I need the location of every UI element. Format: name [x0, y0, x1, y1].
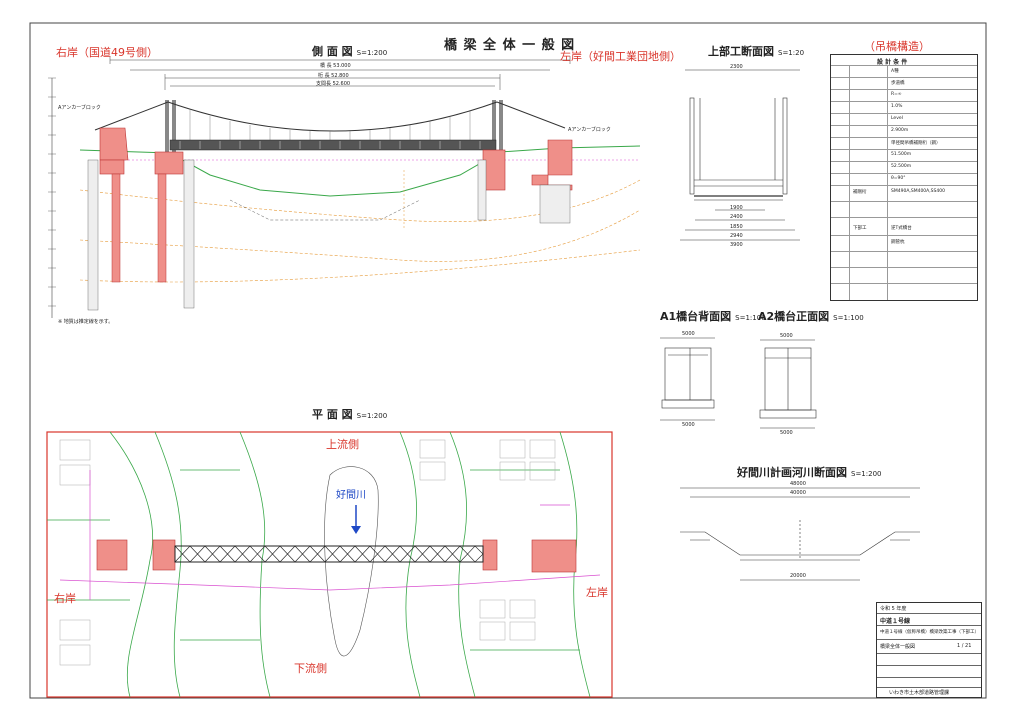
tb-project: 中道１号線	[880, 618, 911, 625]
rs-dim-2: 40000	[790, 490, 806, 496]
plan-left-bank-label: 左岸	[586, 586, 608, 599]
cond-row-1: A種	[891, 69, 899, 74]
cross-section-scale: S=1:20	[778, 49, 805, 57]
a1-scale: S=1:100	[735, 314, 766, 322]
tb-drawing: 橋梁全体一般図	[880, 644, 916, 650]
plan-view-title-text: 平 面 図	[312, 408, 353, 421]
bridge-length-label: 橋 長 53.000	[320, 63, 351, 69]
design-conditions-header: 設 計 条 件	[877, 59, 908, 66]
cs-dim-4: 1850	[730, 224, 743, 230]
cross-section-title-text: 上部工断面図	[708, 45, 774, 58]
cs-dim-5: 2940	[730, 233, 743, 239]
title-block: 令和 5 年度 中道１号線 中道１号線（仮称吊橋）橋梁改築工事（下部工） 橋梁全…	[876, 602, 982, 698]
cond-row-15: 鋼管杭	[891, 240, 905, 245]
river-section-scale: S=1:200	[851, 470, 882, 478]
cond-row-2: 歩道橋	[891, 81, 905, 86]
rs-dim-1: 48000	[790, 481, 806, 487]
side-view-drawing	[48, 56, 641, 318]
structure-type-label: （吊橋構造）	[864, 40, 930, 53]
a2-dim-top: 5000	[780, 333, 793, 339]
river-section-drawing	[680, 487, 920, 581]
a1-abutment-drawing	[660, 337, 715, 421]
tb-year: 令和 5 年度	[880, 606, 907, 612]
cond-row-14: 逆T式橋台	[891, 226, 912, 231]
tb-office: いわき市土木部道路管理課	[889, 690, 950, 696]
plan-view-drawing	[46, 431, 613, 698]
downstream-label: 下流側	[294, 662, 327, 675]
a2-title-text: A2橋台正面図	[758, 310, 830, 323]
river-name-label: 好間川	[336, 490, 366, 501]
cross-section-title: 上部工断面図 S=1:20	[708, 43, 804, 59]
cond-row-6: 2.900m	[891, 128, 909, 133]
cond-row-4: 1.0%	[891, 104, 903, 109]
geology-note: ※ 地質は推定線を示す。	[58, 319, 114, 325]
plan-right-bank-label: 右岸	[54, 592, 76, 605]
girder-length-label: 桁 長 52.800	[318, 73, 349, 79]
side-view-scale: S=1:200	[356, 49, 388, 57]
a2-scale: S=1:100	[833, 314, 864, 322]
a2-abutment-drawing	[759, 339, 817, 429]
cond-row-13: 下部工	[853, 226, 867, 231]
cond-row-9: 52.500m	[891, 164, 912, 169]
river-section-title: 好間川計画河川断面図 S=1:200	[737, 464, 881, 480]
cross-section-drawing	[680, 69, 800, 241]
cond-row-10: θ=90°	[891, 176, 906, 181]
cs-dim-1: 2300	[730, 64, 743, 70]
cs-dim-6: 3900	[730, 242, 743, 248]
river-section-title-text: 好間川計画河川断面図	[737, 466, 847, 479]
cs-dim-2: 1900	[730, 205, 743, 211]
plan-view-scale: S=1:200	[356, 412, 388, 420]
upstream-label: 上流側	[326, 438, 359, 451]
a1-dim-top: 5000	[682, 331, 695, 337]
cond-row-12: 補剛桁	[853, 190, 867, 195]
rs-dim-3: 20000	[790, 573, 806, 579]
cond-row-11: SM490A,SM400A,SS400	[891, 189, 945, 194]
anchor-block-label-right: Aアンカーブロック	[58, 105, 101, 111]
sheet-title: 橋 梁 全 体 一 般 図	[444, 38, 576, 53]
cs-dim-3: 2400	[730, 214, 743, 220]
right-bank-label: 右岸（国道49号側）	[56, 46, 158, 59]
sheet-border	[29, 22, 987, 699]
cond-row-5: Level	[891, 116, 903, 121]
tb-sheet-no: 1 / 21	[957, 643, 972, 649]
a2-dim-bottom: 5000	[780, 430, 793, 436]
design-conditions-table: 設 計 条 件 A種 歩道橋 R=∞ 1.0% Level 2.900m 単径間…	[830, 54, 978, 301]
cond-row-7: 単径間吊橋補剛桁（鋼）	[891, 141, 941, 146]
cond-row-8: 51.500m	[891, 152, 912, 157]
a1-title-text: A1橋台背面図	[660, 310, 732, 323]
tb-description: 中道１号線（仮称吊橋）橋梁改築工事（下部工）	[880, 630, 979, 635]
side-view-title-text: 側 面 図	[312, 45, 353, 58]
left-bank-label: 左岸（好間工業団地側）	[560, 50, 681, 63]
a1-dim-bottom: 5000	[682, 422, 695, 428]
span-length-label: 支間長 52.600	[316, 81, 351, 87]
cond-row-3: R=∞	[891, 92, 902, 97]
anchor-block-label-left: Aアンカーブロック	[568, 127, 611, 133]
